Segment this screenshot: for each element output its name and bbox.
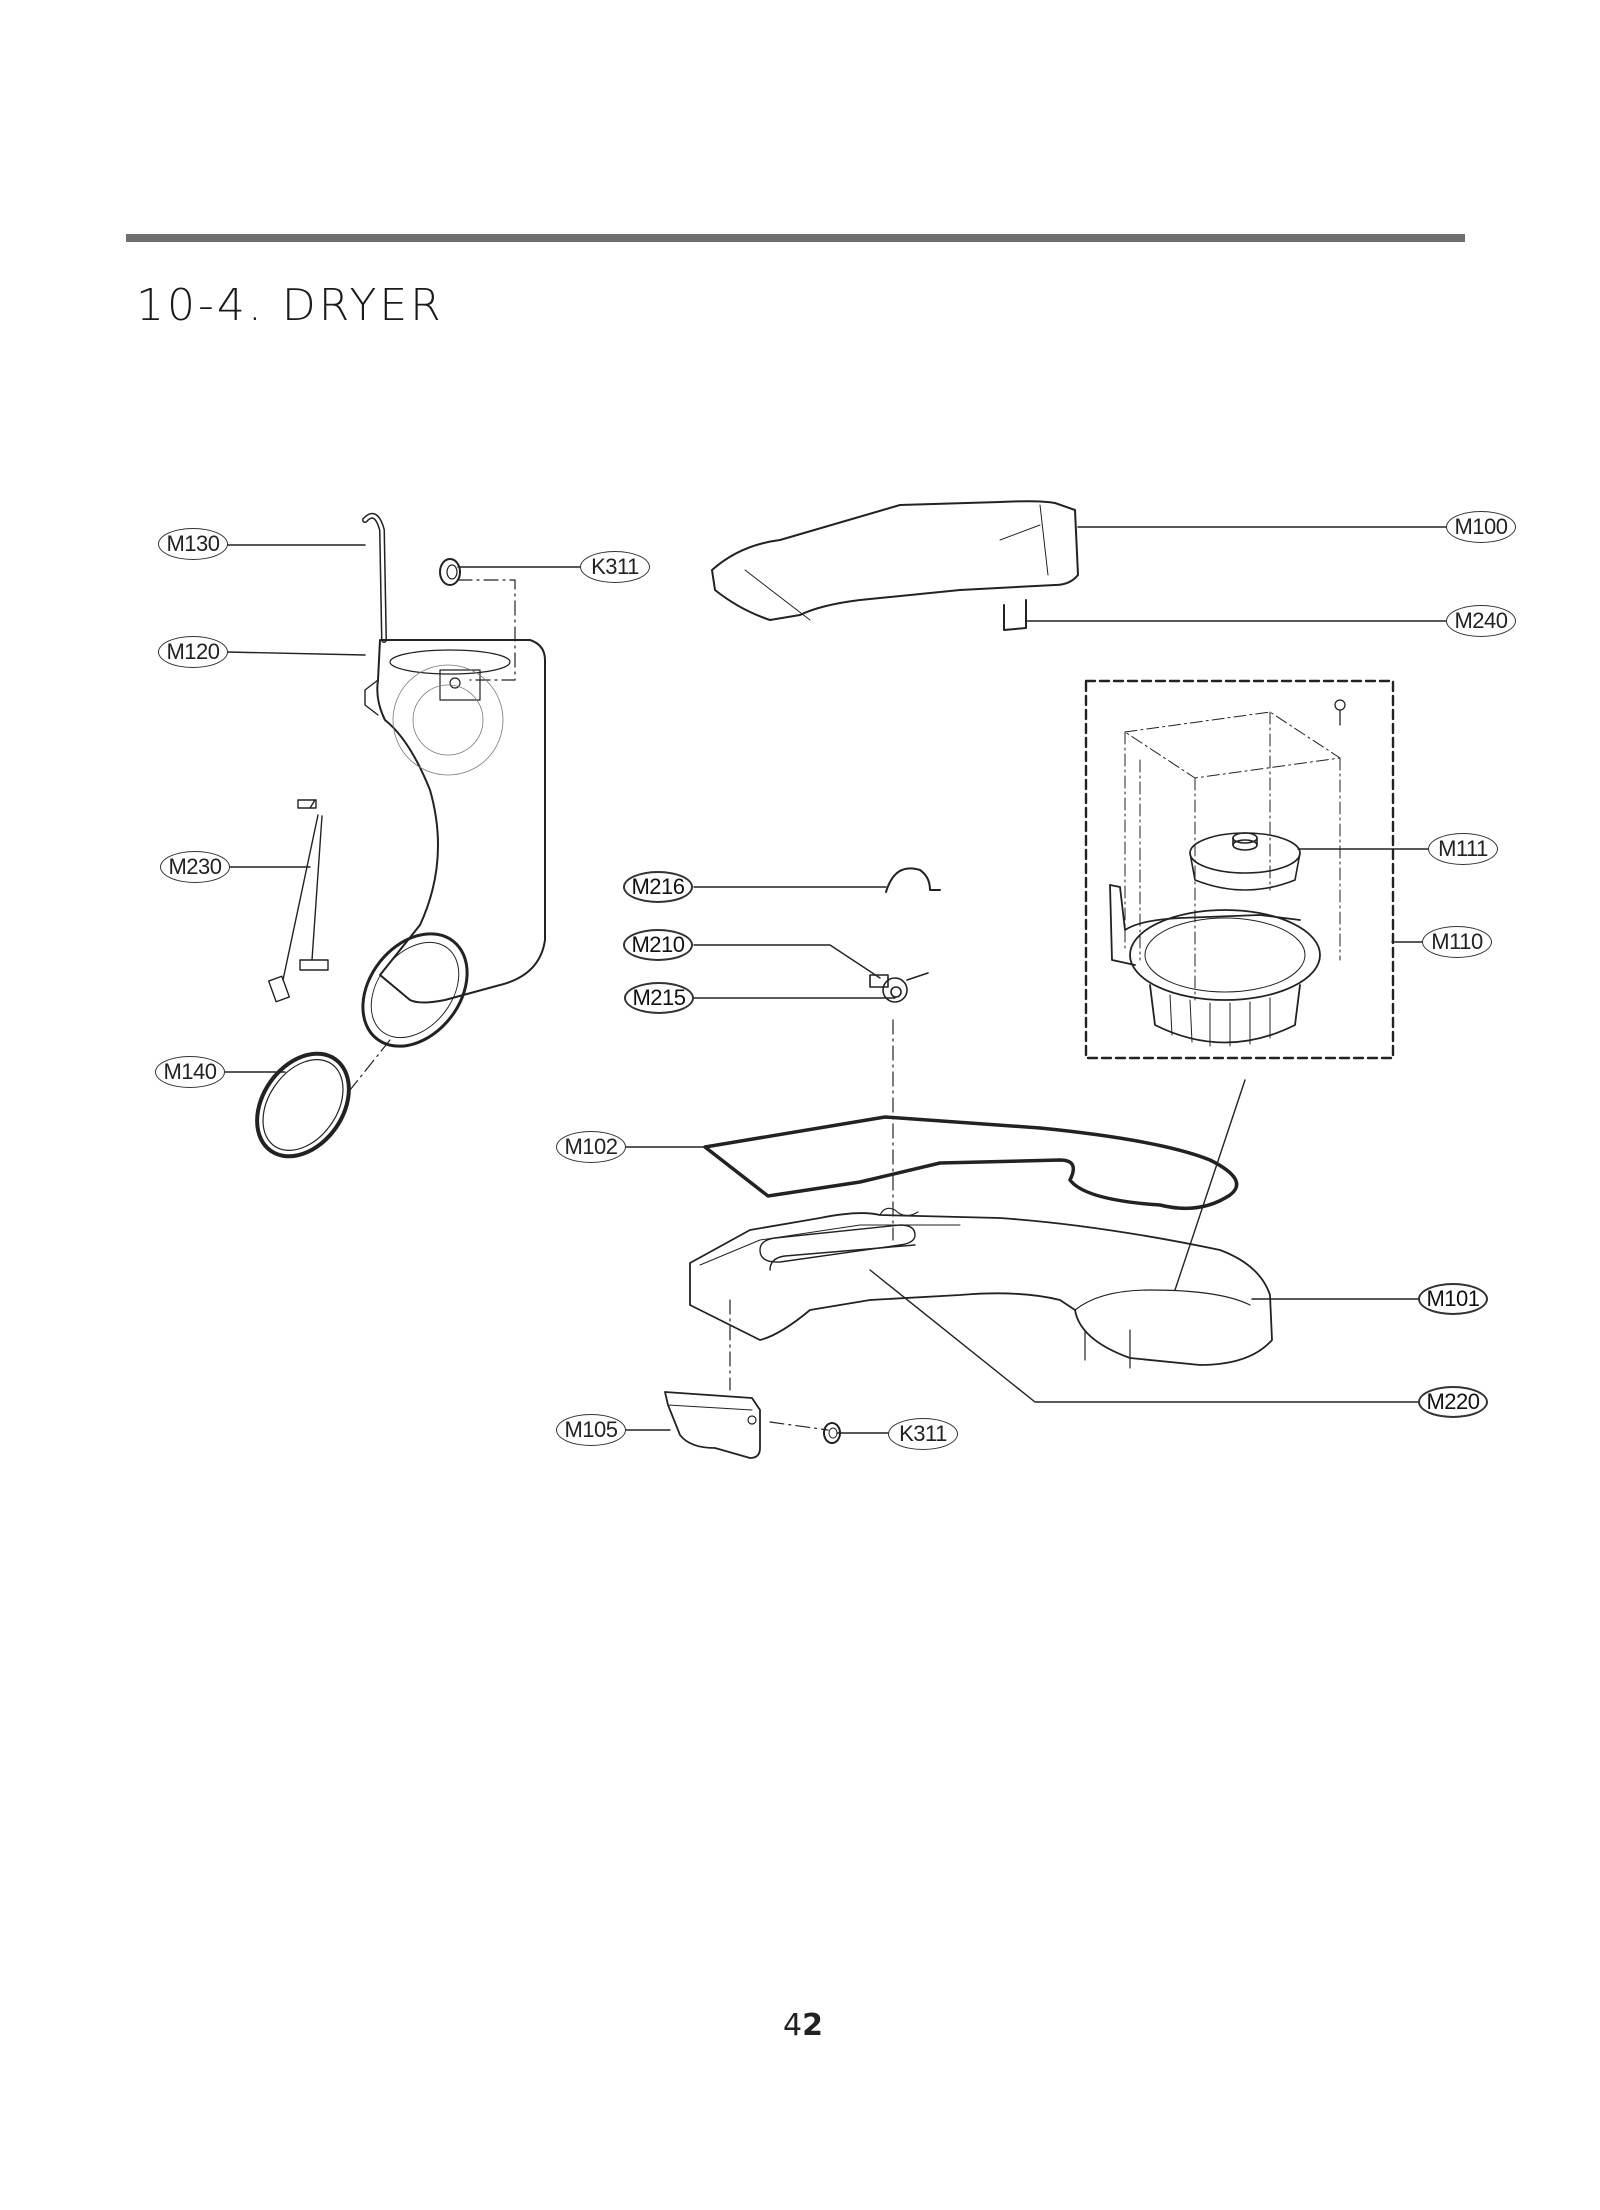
- callout-m140: M140: [155, 1056, 225, 1088]
- page-number-suffix: 2: [802, 2008, 823, 2043]
- callout-m130: M130: [158, 528, 228, 560]
- callout-m230: M230: [160, 851, 230, 883]
- header-rule: [126, 234, 1465, 242]
- callout-m111: M111: [1428, 833, 1498, 865]
- callout-m100: M100: [1446, 511, 1516, 543]
- callout-m101: M101: [1418, 1283, 1488, 1315]
- callout-m110: M110: [1422, 926, 1492, 958]
- callout-m105: M105: [556, 1414, 626, 1446]
- callout-m210: M210: [623, 929, 693, 961]
- callout-m240: M240: [1446, 605, 1516, 637]
- page-number: 42: [783, 2008, 823, 2043]
- callout-m120: M120: [158, 636, 228, 668]
- callout-m220: M220: [1418, 1386, 1488, 1418]
- callout-k311-bottom: K311: [888, 1418, 958, 1450]
- callout-m102: M102: [556, 1131, 626, 1163]
- leader-lines: [224, 526, 1447, 1434]
- page-title: 10-4. DRYER: [136, 280, 444, 331]
- page-number-prefix: 4: [783, 2008, 803, 2043]
- callout-m216: M216: [623, 871, 693, 903]
- callout-k311-top: K311: [580, 551, 650, 583]
- assembly-lines: [349, 579, 894, 1431]
- callout-m215: M215: [624, 982, 694, 1014]
